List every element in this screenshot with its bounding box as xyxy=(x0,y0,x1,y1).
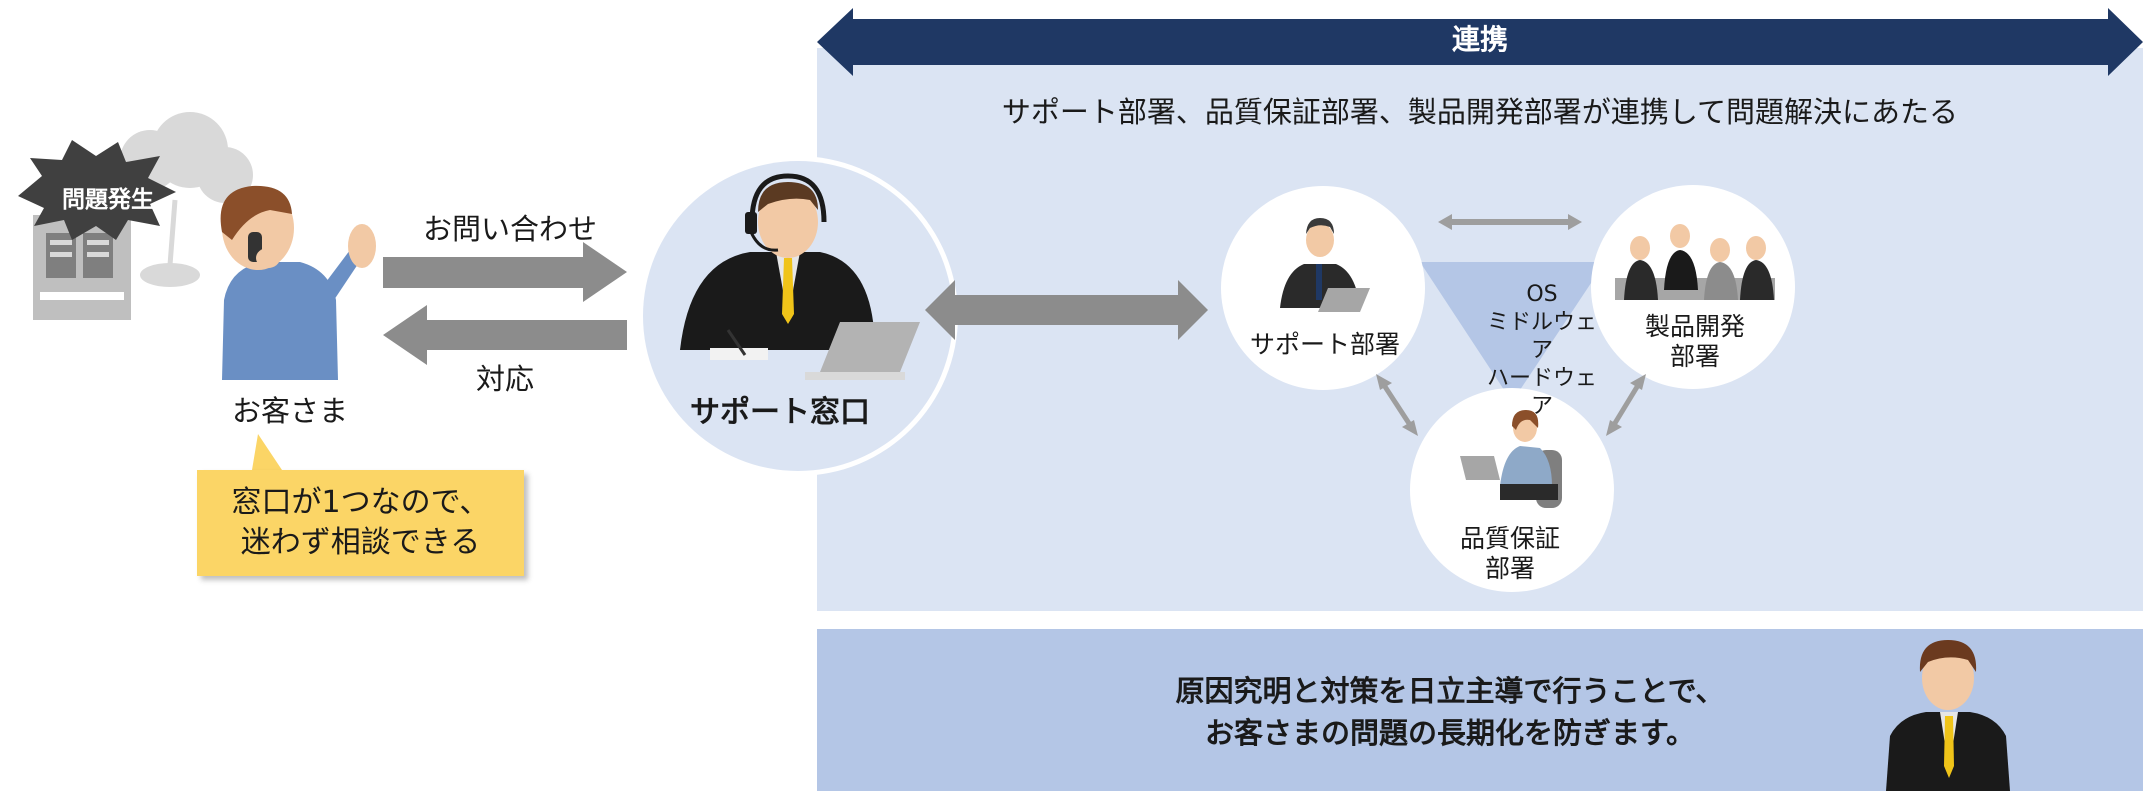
speech-line: 窓口が1つなので、 xyxy=(231,485,490,520)
collaboration-banner-label: 連携 xyxy=(1451,23,1508,56)
collaboration-banner-arrow xyxy=(817,8,2143,76)
qa-worker-figure xyxy=(1460,410,1562,508)
laptop-icon xyxy=(1460,456,1500,480)
customer-speech-bubble: 窓口が1つなので、 迷わず相談できる xyxy=(197,470,524,576)
speech-line: 迷わず相談できる xyxy=(240,525,481,560)
headset-icon xyxy=(745,173,827,252)
conclusion-line: 原因究明と対策を日立主導で行うことで、 xyxy=(1175,674,1725,708)
support-dept-label: サポート部署 xyxy=(1245,330,1405,360)
dept-label-line: 品質保証 xyxy=(1459,524,1560,553)
support-window-label: サポート窓口 xyxy=(690,395,870,430)
customer-figure xyxy=(220,185,376,380)
operator-figure xyxy=(680,173,920,380)
meeting-icon xyxy=(1615,224,1775,300)
problem-burst-icon xyxy=(18,140,176,240)
response-arrow xyxy=(383,305,627,365)
dept-label-line: サポート部署 xyxy=(1249,330,1400,359)
support-qa-arrow xyxy=(1376,374,1418,436)
customer-label: お客さま xyxy=(231,394,348,428)
layer-labels: OS ミドルウェア ハードウェア xyxy=(1482,281,1602,421)
dept-label-line: 部署 xyxy=(1669,342,1720,371)
layer-label: ハードウェア xyxy=(1486,366,1597,419)
laptop-icon xyxy=(805,322,920,380)
collaboration-arrow xyxy=(925,280,1208,340)
conclusion-text: 原因究明と対策を日立主導で行うことで、 お客さまの問題の長期化を防ぎます。 xyxy=(1130,670,1770,754)
layer-label: OS xyxy=(1526,282,1558,307)
dev-qa-arrow xyxy=(1606,374,1646,436)
layer-triangle xyxy=(1420,262,1605,402)
dept-label-line: 部署 xyxy=(1484,554,1535,583)
support-dev-arrow xyxy=(1438,214,1582,230)
support-worker-figure xyxy=(1280,218,1370,312)
response-label: 対応 xyxy=(475,362,534,396)
inquiry-label: お問い合わせ xyxy=(422,212,597,246)
collaboration-caption: サポート部署、品質保証部署、製品開発部署が連携して問題解決にあたる xyxy=(1001,95,1959,129)
speech-tail xyxy=(252,434,282,470)
dept-label-line: 製品開発 xyxy=(1644,312,1745,341)
laptop-icon xyxy=(1318,288,1370,312)
qa-dept-label: 品質保証 部署 xyxy=(1430,524,1590,584)
layer-label: ミドルウェア xyxy=(1486,310,1597,363)
dev-dept-label: 製品開発 部署 xyxy=(1615,312,1775,372)
conclusion-line: お客さまの問題の長期化を防ぎます。 xyxy=(1204,716,1696,750)
problem-badge: 問題発生 xyxy=(62,187,154,213)
inquiry-arrow xyxy=(383,242,627,302)
presenter-figure xyxy=(1886,640,2010,791)
